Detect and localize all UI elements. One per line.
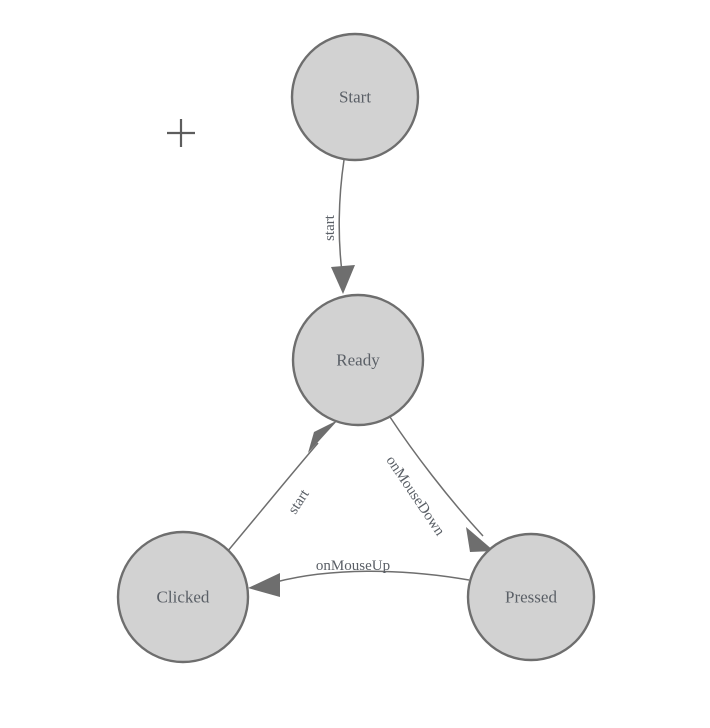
edge-pressed-to-clicked[interactable]: onMouseUp	[248, 558, 470, 597]
node-start[interactable]: Start	[290, 32, 420, 162]
node-ready[interactable]: Ready	[291, 293, 425, 427]
edge-clicked-to-ready-path	[226, 442, 319, 553]
node-pressed[interactable]: Pressed	[466, 532, 596, 662]
node-ready-circle[interactable]	[291, 293, 425, 427]
edge-start-to-ready-path	[338, 159, 345, 273]
edge-pressed-to-clicked-arrowhead	[248, 573, 280, 597]
edge-start-to-ready-arrowhead	[331, 265, 355, 294]
edge-ready-to-pressed[interactable]: onMouseDown	[383, 416, 494, 552]
node-clicked[interactable]: Clicked	[116, 530, 250, 664]
edge-start-to-ready[interactable]: start	[322, 159, 355, 294]
edge-clicked-to-ready-arrowhead	[308, 420, 338, 453]
node-start-circle[interactable]	[290, 32, 420, 162]
node-start-label: Start	[339, 88, 371, 107]
edge-label-clicked-to-ready: start	[285, 486, 313, 517]
node-pressed-label: Pressed	[505, 588, 557, 607]
edge-ready-to-pressed-arrowhead	[466, 527, 494, 552]
edge-label-ready-to-pressed: onMouseDown	[383, 453, 448, 539]
node-pressed-circle[interactable]	[466, 532, 596, 662]
edge-clicked-to-ready[interactable]: start	[226, 420, 338, 553]
edge-label-start-to-ready: start	[322, 214, 338, 241]
edge-label-pressed-to-clicked: onMouseUp	[316, 558, 390, 574]
crosshair-marker[interactable]	[167, 119, 195, 147]
node-clicked-circle[interactable]	[116, 530, 250, 664]
node-ready-label: Ready	[336, 351, 380, 370]
edge-ready-to-pressed-path	[389, 416, 484, 537]
node-clicked-label: Clicked	[157, 588, 210, 607]
edge-pressed-to-clicked-path	[275, 570, 470, 583]
